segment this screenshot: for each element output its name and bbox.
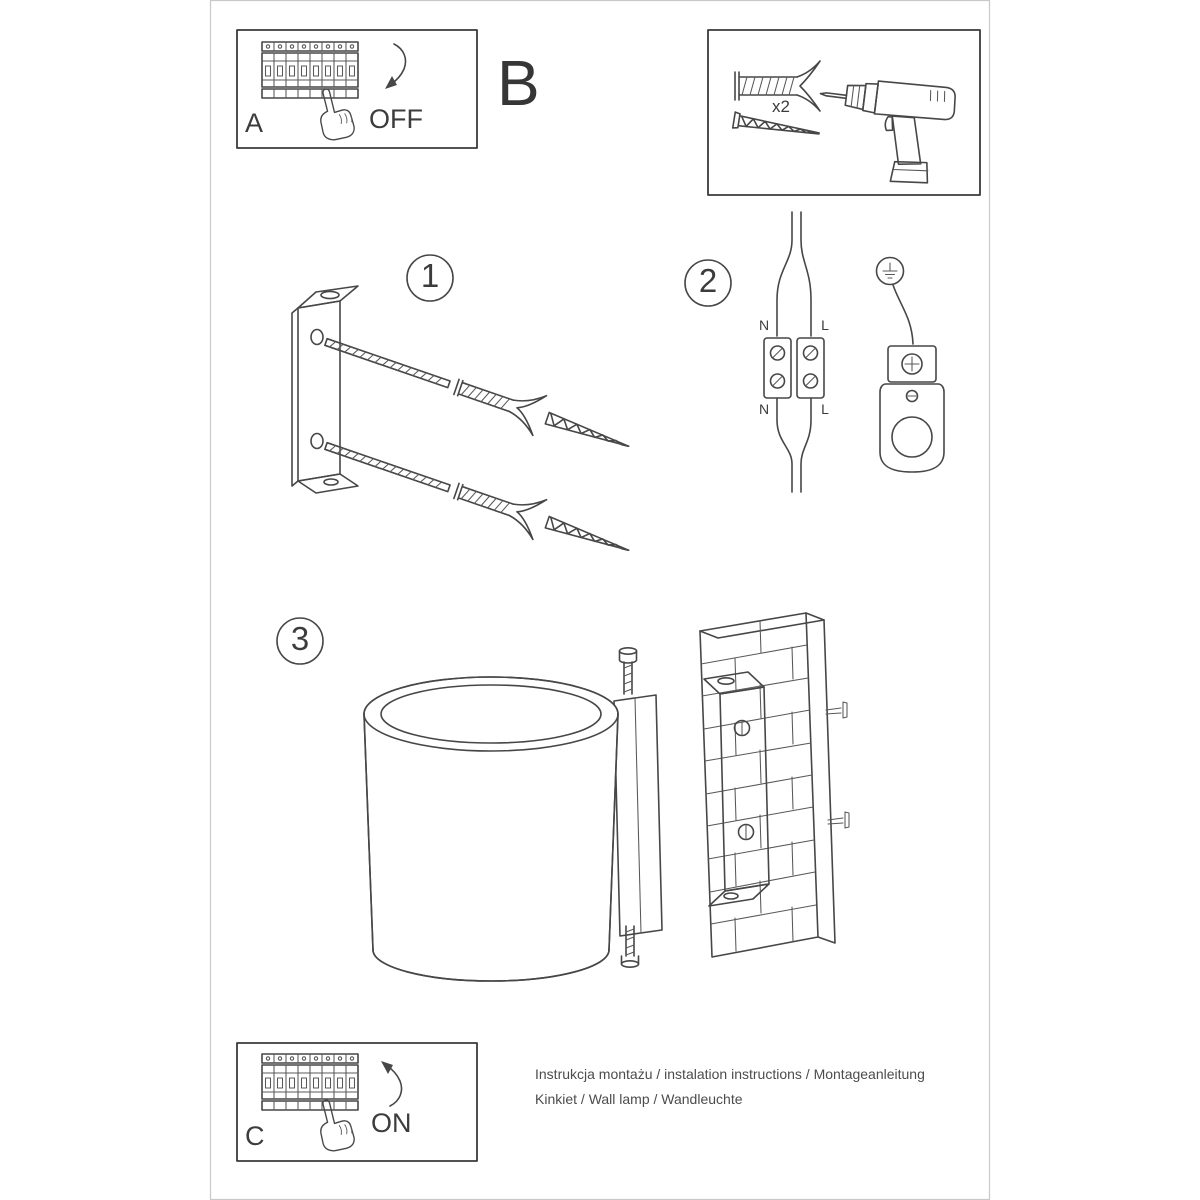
step1-illustration (291, 254, 637, 571)
wire-label-n-bottom: N (758, 401, 770, 417)
lamp-cylinder-icon (363, 676, 619, 982)
step1-circle (406, 254, 454, 302)
fixing-screw-bottom-icon (620, 925, 640, 968)
wire-label-l-top: L (821, 317, 829, 333)
panel-c-label: C (245, 1121, 265, 1151)
step2-illustration (684, 211, 945, 493)
anchor-quantity-label: x2 (772, 97, 790, 116)
wire-label-n-top: N (758, 317, 770, 333)
arrow-up-icon (380, 1060, 403, 1107)
mounting-bracket-icon (291, 285, 359, 494)
step2-circle (684, 259, 732, 307)
arrow-down-icon (384, 43, 407, 90)
pointing-hand-icon (313, 84, 357, 143)
fixing-screw-top-icon (618, 646, 638, 695)
panel-a-illustration (236, 29, 478, 149)
section-b-label: B (497, 47, 540, 119)
step3-number: 3 (290, 620, 310, 658)
panel-a-border (236, 29, 478, 149)
panel-a-label: A (245, 108, 264, 138)
wall-anchor-icon (734, 60, 821, 112)
step3-illustration (276, 612, 850, 982)
footer-line-1: Instrukcja montażu / instalation instruc… (535, 1066, 925, 1082)
wire-label-l-bottom: L (821, 401, 829, 417)
pointing-hand-icon (313, 1095, 357, 1154)
step3-circle (276, 617, 324, 665)
parts-box-border (707, 29, 981, 196)
earth-connection-icon (875, 256, 945, 473)
lamp-back-plate-icon (613, 694, 663, 937)
wiring-diagram-icon (763, 211, 825, 493)
panel-c-border (236, 1042, 478, 1162)
circuit-breaker-icon (261, 41, 359, 99)
footer-line-2: Kinkiet / Wall lamp / Wandleuchte (535, 1091, 743, 1107)
step2-number: 2 (698, 262, 718, 300)
wall-bracket-icon (703, 671, 770, 907)
step1-number: 1 (420, 257, 440, 295)
screw-anchor-assembly-icon (318, 321, 637, 467)
drill-icon (819, 80, 956, 184)
brick-wall-icon (699, 612, 850, 958)
circuit-breaker-icon (261, 1053, 359, 1111)
screw-icon (731, 111, 820, 135)
parts-box-illustration (707, 29, 981, 196)
page-frame (209, 0, 991, 1200)
panel-c-action-label: ON (371, 1108, 412, 1138)
panel-c-illustration (236, 1042, 478, 1162)
panel-a-action-label: OFF (369, 104, 423, 134)
screw-anchor-assembly-icon (318, 425, 637, 571)
